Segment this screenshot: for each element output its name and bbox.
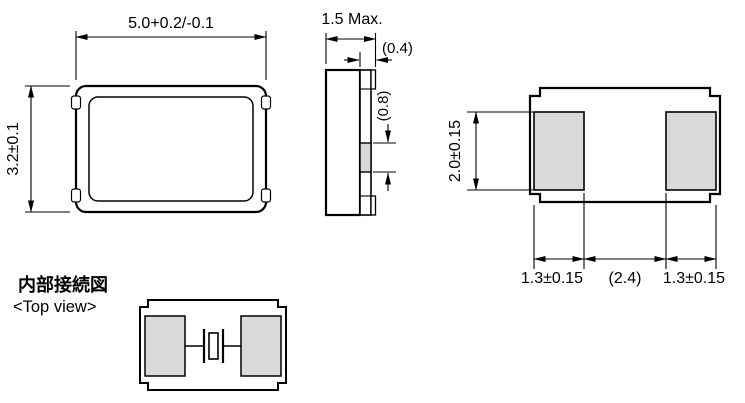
land-left-pad-dimension-label: 1.3±0.15 [521,270,583,287]
side-step-dimension-label: (0.4) [382,40,413,57]
top-height-dimension-label: 3.2±0.1 [5,122,22,175]
castellation-notch [260,95,272,110]
internal-view-heading: 内部接続図 [18,274,108,295]
internal-right-pad [240,315,282,377]
side-thickness-dimension-label: 1.5 Max. [321,11,382,28]
right-land-pad [665,111,717,191]
side-electrode-dimension-label: (0.8) [375,91,392,122]
crystal-symbol [185,329,241,363]
top-view-height-dimension [25,85,70,213]
side-tab-top [370,69,377,90]
castellation-notch [260,188,272,203]
side-tab-bottom [370,195,377,216]
side-body-outline [324,68,362,217]
side-thickness-dimension [325,33,377,67]
side-electrode-pad [359,142,372,173]
top-view [70,84,272,214]
top-width-dimension-label: 5.0+0.2/-0.1 [128,15,214,32]
package-lid-outline [88,96,254,202]
top-view-width-dimension [75,31,267,80]
castellation-notch [70,95,82,110]
land-bottom-dimensions [533,193,717,269]
internal-view-subheading: <Top view> [13,298,96,316]
land-view [528,86,722,204]
package-outline [74,84,268,214]
castellation-notch [70,188,82,203]
left-land-pad [533,111,585,191]
land-gap-dimension-label: (2.4) [609,270,642,287]
internal-connection-view: 内部接続図 <Top view> [13,274,287,391]
side-step-dimension [344,52,392,67]
land-right-pad-dimension-label: 1.3±0.15 [663,270,725,287]
land-height-dimension [467,111,533,191]
side-view [324,68,377,217]
side-electrode-dimension [373,124,396,191]
land-height-dimension-label: 2.0±0.15 [447,120,464,182]
internal-left-pad [144,315,186,377]
